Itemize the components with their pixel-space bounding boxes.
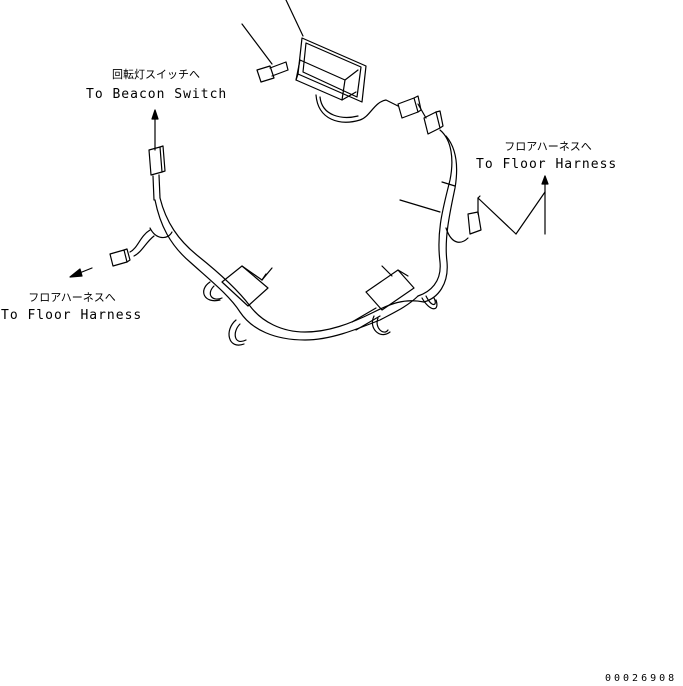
drawing-number: 00026908 — [605, 673, 678, 684]
bolt — [241, 23, 289, 83]
beacon-lamp-unit — [285, 0, 367, 103]
floor-harness-right-label-en: To Floor Harness — [476, 157, 618, 172]
floor-harness-left-label-jp: フロアハーネスへ — [28, 291, 116, 304]
harness-beacon-branch — [148, 109, 166, 201]
beacon-switch-label-jp: 回転灯スイッチへ — [112, 68, 200, 81]
lamp-cable — [315, 94, 444, 135]
harness-right-branch — [399, 129, 549, 303]
floor-harness-right-label-jp: フロアハーネスへ — [504, 140, 592, 153]
harness-floor-left-branch — [69, 229, 155, 278]
clamp-left — [203, 265, 273, 346]
floor-harness-left-label-en: To Floor Harness — [1, 308, 143, 323]
harness-main-run — [149, 197, 425, 341]
clamp-right — [365, 265, 438, 336]
beacon-switch-label-en: To Beacon Switch — [86, 87, 228, 102]
